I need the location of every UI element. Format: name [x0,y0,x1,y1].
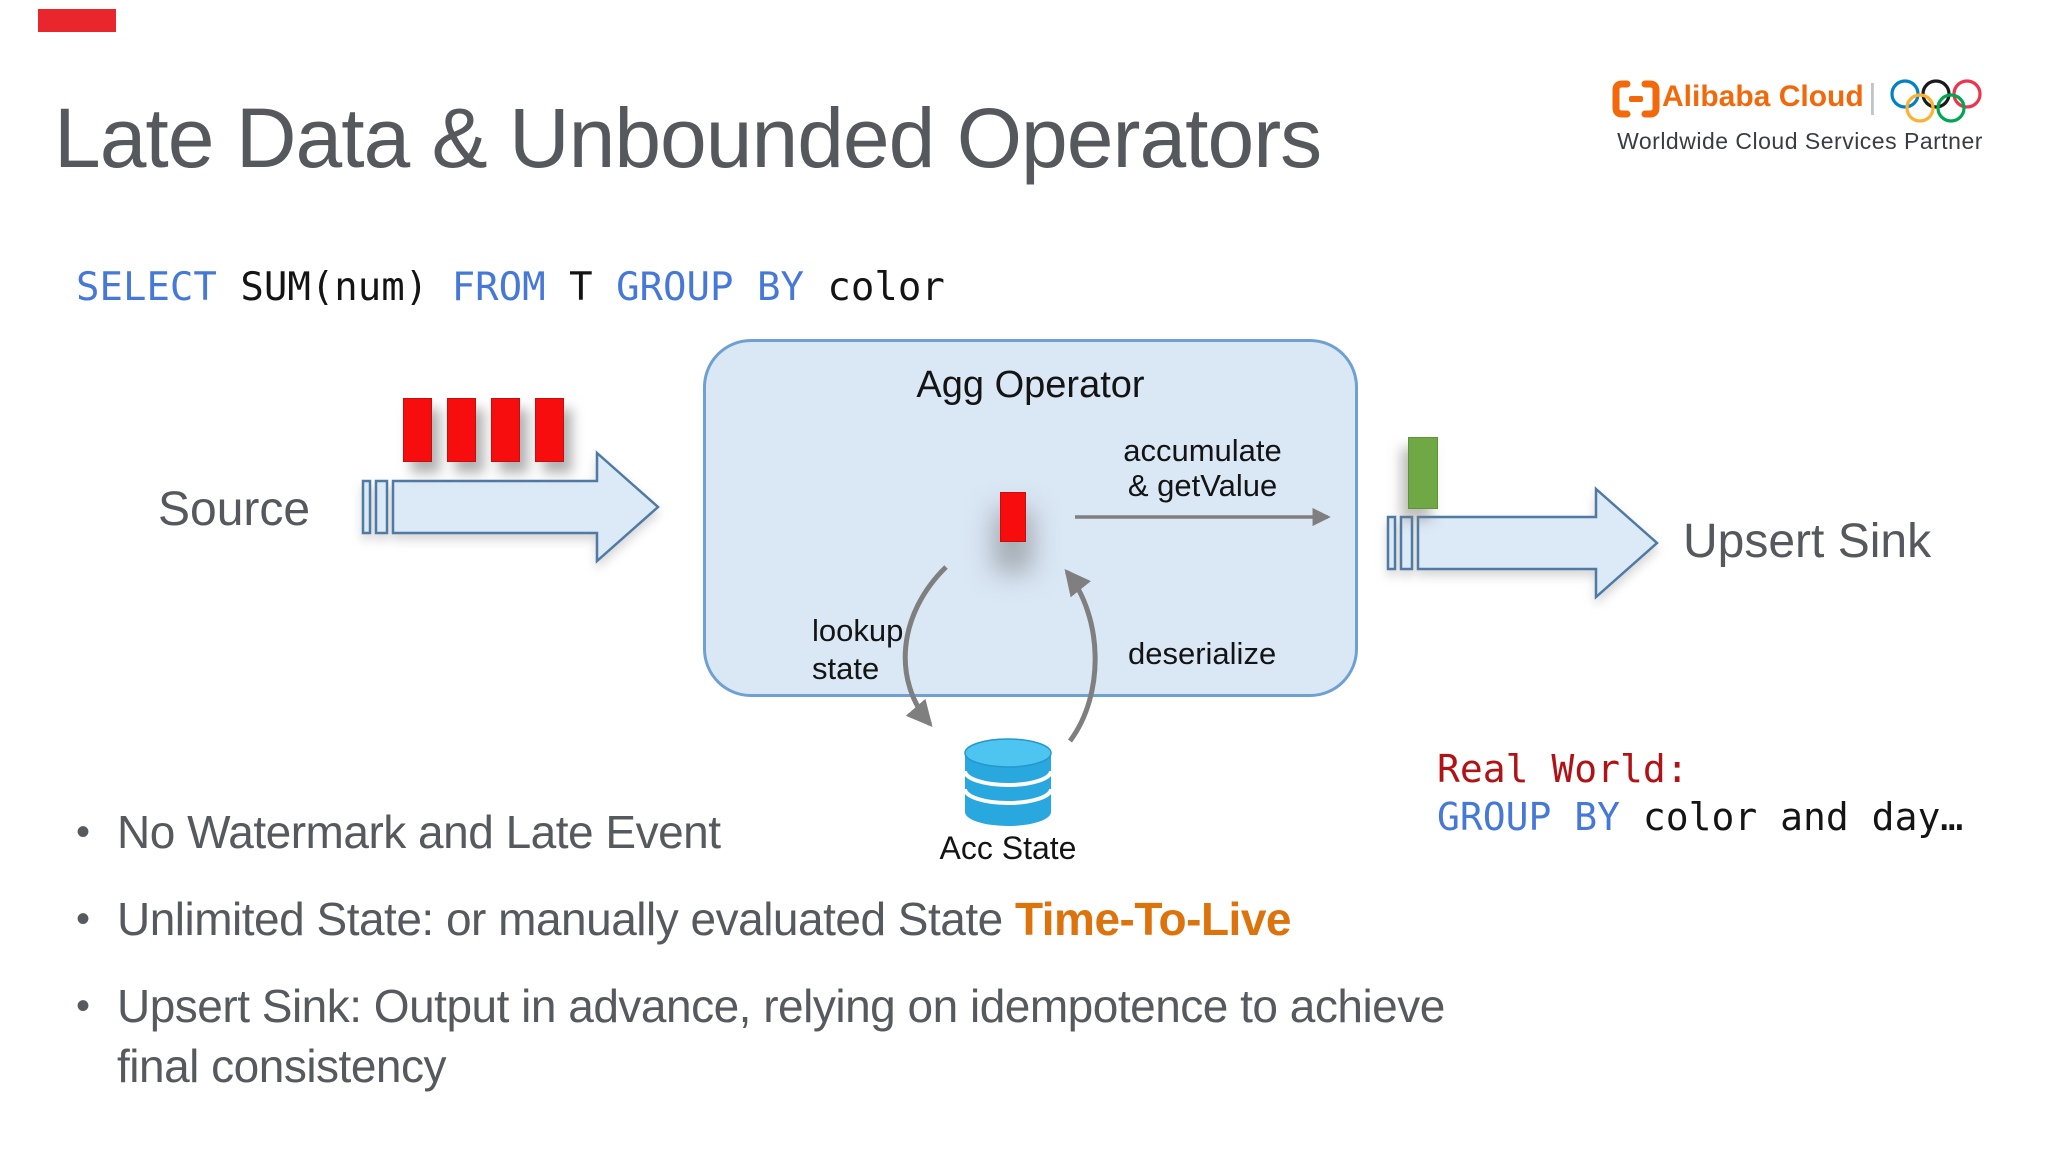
bullet-marker: • [76,984,90,1028]
source-flow-arrow [361,450,660,564]
agg-operator-title: Agg Operator [916,364,1145,406]
bullet-text: Unlimited State: or manually evaluated S… [117,889,1292,949]
sql-groupby-keyword: GROUP BY [616,265,828,310]
bullet-text: Upsert Sink: Output in advance, relying … [117,980,1445,1092]
alibaba-cloud-bracket-icon [1612,80,1660,118]
olympic-rings-icon [1890,79,1982,123]
green-result-bar [1408,437,1438,509]
logo-divider: | [1868,78,1877,116]
corner-red-marker [38,9,116,32]
sql-group-column: color [827,265,945,310]
alibaba-cloud-wordmark: Alibaba Cloud [1662,80,1864,113]
real-world-heading: Real World: [1437,747,1689,791]
source-label: Source [158,483,311,536]
red-event-bar [403,398,432,462]
state-line: state [812,651,880,686]
page-title: Late Data & Unbounded Operators [54,91,1322,185]
accumulate-line: accumulate [1123,433,1282,468]
bullet-unlimited-state: • Unlimited State: or manually evaluated… [76,889,1476,949]
real-world-note: Real World: GROUP BY color and day… [1437,745,1963,841]
real-world-columns: color and day… [1642,795,1964,839]
getvalue-line: & getValue [1127,468,1278,503]
agg-red-event-bar [1000,492,1026,542]
source-event-bars [403,398,564,462]
sql-from-keyword: FROM [451,265,570,310]
upsert-sink-label: Upsert Sink [1683,515,1932,568]
alibaba-cloud-logo: Alibaba Cloud | Worldwide Cloud Services… [1600,70,2020,160]
accumulate-getvalue-label: accumulate & getValue [1070,433,1335,503]
sql-select-keyword: SELECT [76,265,241,310]
deserialize-label: deserialize [1128,636,1277,671]
red-event-bar [447,398,476,462]
lookup-state-label: lookup state [812,612,903,688]
bullet-upsert-sink: • Upsert Sink: Output in advance, relyin… [76,976,1476,1096]
acc-state-label: Acc State [939,830,1077,866]
bullet-marker: • [76,897,90,941]
time-to-live-highlight: Time-To-Live [1015,893,1292,945]
red-event-bar [491,398,520,462]
sql-table: T [569,265,617,310]
bullet-no-watermark: • No Watermark and Late Event [76,802,1476,862]
real-world-groupby-keyword: GROUP BY [1437,795,1643,839]
bullet-text: No Watermark and Late Event [117,806,721,858]
lookup-line: lookup [812,613,904,648]
sql-sum-expr: SUM(num) [240,265,452,310]
bullet-marker: • [76,810,90,854]
sql-statement: SELECT SUM(num) FROM T GROUP BY color [76,264,945,312]
logo-tagline: Worldwide Cloud Services Partner [1617,128,1983,154]
bullet-text-plain: Unlimited State: or manually evaluated S… [117,893,1015,945]
logo-row: Alibaba Cloud | [1600,70,2020,126]
bullet-list: • No Watermark and Late Event • Unlimite… [76,802,1476,1096]
red-event-bar [535,398,564,462]
